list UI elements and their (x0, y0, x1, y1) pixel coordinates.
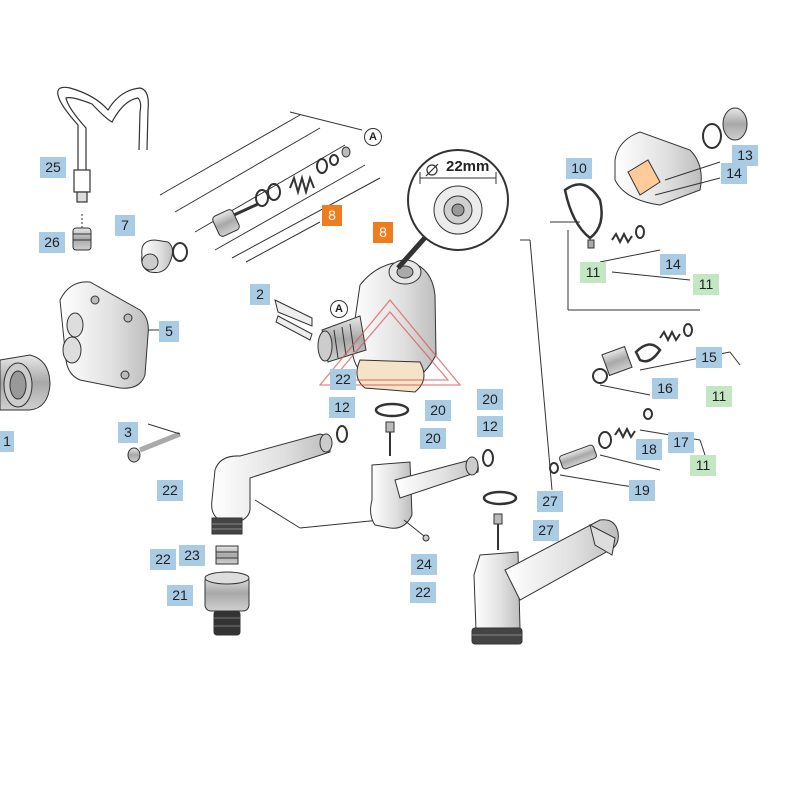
part-label-20-b: 20 (420, 428, 446, 449)
part-label-27-a: 27 (537, 491, 563, 512)
part-label-7: 7 (115, 215, 135, 236)
marker-a-top: A (364, 128, 382, 146)
hose-part-25 (57, 86, 149, 203)
connector-part-1 (0, 354, 51, 411)
part-label-5: 5 (159, 321, 179, 342)
fitting-part-26 (72, 214, 92, 251)
part-label-27-b: 27 (533, 520, 559, 541)
part-label-8-mid: 8 (373, 222, 393, 243)
part-label-19: 19 (629, 480, 655, 501)
right-valve-assembly (520, 107, 748, 491)
valve-pipe-right (471, 490, 619, 645)
part-label-22-a: 22 (330, 369, 356, 390)
part-label-18: 18 (636, 439, 662, 460)
garden-hose-adapter-part-21 (204, 571, 250, 636)
part-label-15: 15 (696, 347, 722, 368)
top-exploded-assembly (141, 111, 381, 273)
part-label-1: 1 (0, 431, 14, 452)
part-label-23: 23 (179, 545, 205, 566)
part-label-11-a: 11 (580, 262, 606, 283)
diameter-callout (396, 149, 509, 270)
part-label-14-a: 14 (721, 163, 747, 184)
part-label-22-d: 22 (410, 582, 436, 603)
housing-part-5 (59, 281, 160, 389)
part-label-3: 3 (118, 422, 138, 443)
part-label-20-c: 20 (477, 389, 503, 410)
part-label-11-c: 11 (706, 386, 732, 407)
part-label-13: 13 (732, 145, 758, 166)
part-label-17: 17 (668, 432, 694, 453)
watermark-triangle (318, 298, 462, 386)
part-label-14-b: 14 (660, 254, 686, 275)
part-label-25: 25 (40, 157, 66, 178)
pump-head-part-8 (274, 259, 437, 393)
part-label-20-a: 20 (425, 400, 451, 421)
part-label-26: 26 (39, 232, 65, 253)
part-label-16: 16 (652, 378, 678, 399)
part-label-10: 10 (566, 158, 592, 179)
diameter-callout-text: 22mm (446, 158, 490, 175)
part-label-12-a: 12 (329, 397, 355, 418)
part-label-11-b: 11 (693, 274, 719, 295)
part-label-22-b: 22 (157, 480, 183, 501)
part-label-21: 21 (167, 585, 193, 606)
part-label-24: 24 (411, 554, 437, 575)
part-label-22-c: 22 (150, 549, 176, 570)
part-label-12-b: 12 (477, 416, 503, 437)
marker-a-mid: A (330, 300, 348, 318)
part-label-11-d: 11 (690, 455, 716, 476)
part-label-8-top: 8 (322, 205, 342, 226)
part-label-2: 2 (250, 284, 270, 305)
screw-part-3 (127, 423, 181, 463)
coupling-part-23 (215, 545, 239, 565)
valve-pipe-center (370, 402, 494, 542)
inlet-part-22 (211, 425, 381, 535)
